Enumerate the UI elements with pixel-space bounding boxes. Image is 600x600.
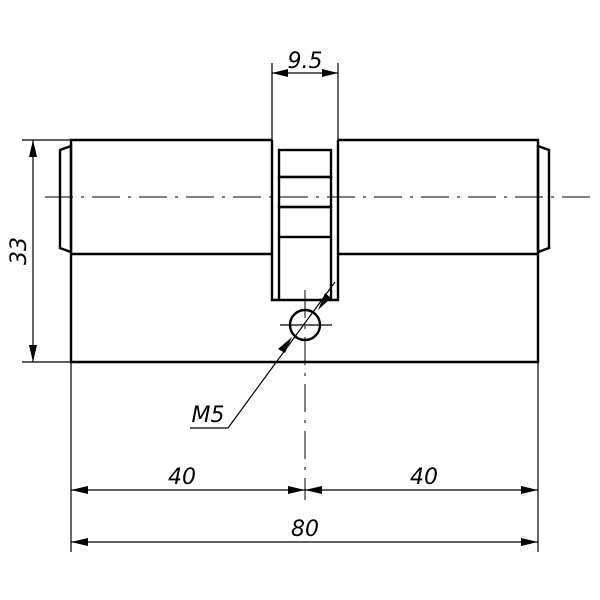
leader-line (227, 281, 336, 429)
height-label: 33 (7, 237, 32, 265)
arrow-head (29, 140, 37, 157)
cam-slot-outline (270, 140, 340, 302)
half-length-dimensions: 40 40 (71, 465, 538, 494)
arrow-head (288, 486, 305, 494)
leader-arrow-head (318, 293, 331, 310)
cam-block-1 (277, 148, 333, 179)
cam-slot (270, 140, 340, 302)
left-plug-face (58, 144, 73, 254)
cam-block-3 (277, 205, 333, 239)
right-length-label: 40 (410, 465, 438, 490)
total-length-label: 80 (291, 517, 319, 542)
arrow-head (322, 69, 338, 77)
left-cylinder-outline (69, 138, 272, 364)
height-dimension: 33 (7, 139, 71, 363)
screw-thread-callout: M5 (190, 281, 336, 429)
arrow-head (71, 538, 88, 546)
arrow-head (71, 486, 88, 494)
cam-width-label: 9.5 (288, 49, 323, 74)
arrow-head (305, 486, 322, 494)
arrow-head (521, 486, 538, 494)
right-plug-face (536, 144, 551, 254)
total-length-dimension: 80 (71, 517, 538, 546)
cam-block-2 (277, 175, 333, 209)
cam-width-dimension: 9.5 (271, 49, 339, 140)
arrow-head (521, 538, 538, 546)
screw-thread-label: M5 (192, 403, 225, 428)
arrow-head (29, 345, 37, 362)
leader-arrow-head (278, 337, 292, 353)
left-length-label: 40 (168, 465, 196, 490)
arrow-head (272, 69, 288, 77)
right-cylinder-outline (338, 138, 540, 364)
